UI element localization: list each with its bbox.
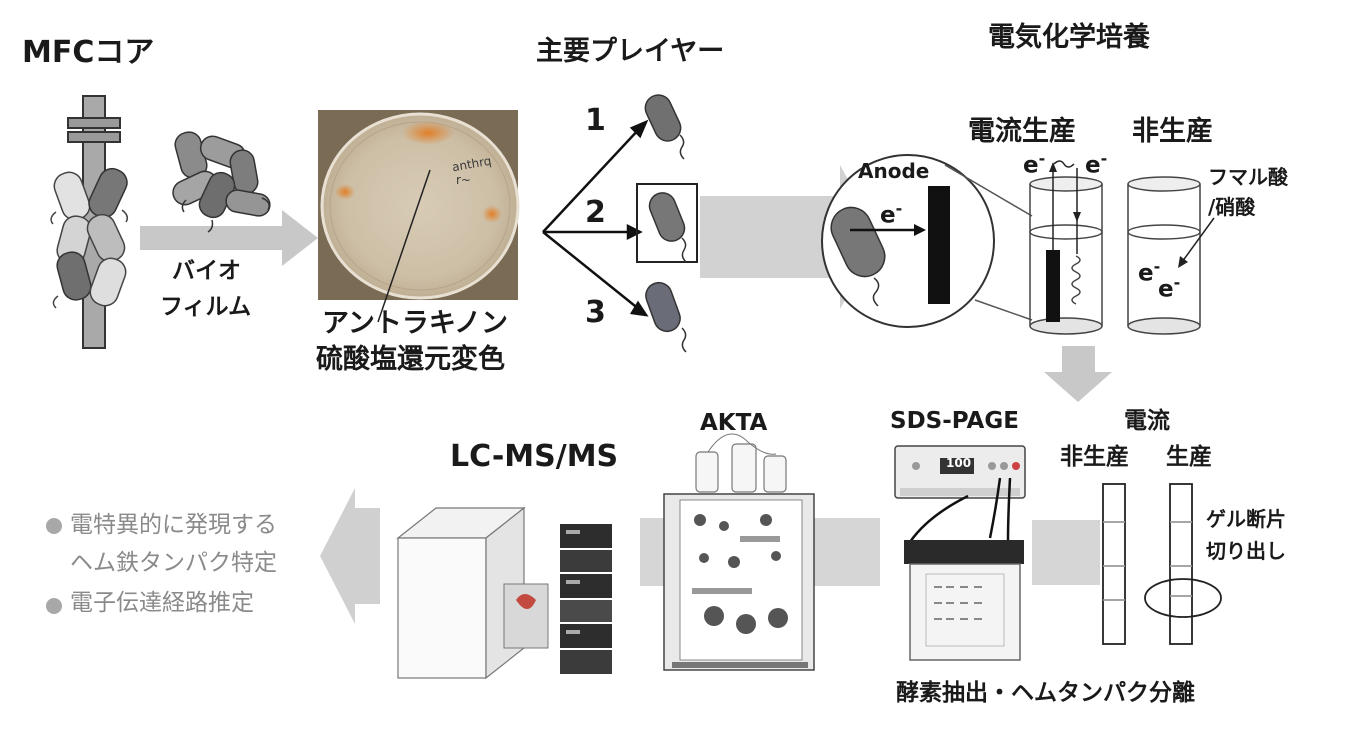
electron-out-left: e- [1023, 149, 1046, 179]
player-2-number: 2 [585, 195, 606, 230]
non-producing-label: 非生産 [1132, 116, 1213, 147]
lcmsms-title: LC-MS/MS [450, 439, 619, 474]
fumarate-label-1: フマル酸 [1208, 165, 1288, 189]
result-line-2: 電子伝達経路推定 [70, 590, 254, 616]
player-1-cell [644, 94, 682, 142]
player-2-cell [648, 192, 686, 242]
electron-acceptor-2: e- [1158, 273, 1181, 303]
sds-device-display: 100 [946, 456, 972, 470]
flow-arrow-down-to-gel [1044, 346, 1112, 402]
non-producing-reactor [1127, 176, 1215, 335]
player-3-cell [645, 281, 681, 333]
current-producing-label: 電流生産 [968, 116, 1076, 147]
anthraquinone-label-1: アントラキノン [322, 308, 509, 339]
result-bullet-2 [46, 598, 62, 614]
flow-arrow-biofilm-to-plate [140, 210, 318, 266]
anode-electron: e- [880, 199, 903, 229]
electron-acceptor-1: e- [1138, 257, 1161, 287]
main-players-title: 主要プレイヤー [536, 36, 725, 67]
akta-title: AKTA [700, 410, 768, 436]
mfc-core-illustration [50, 95, 129, 349]
anode-electrode [928, 186, 950, 304]
gel-production-header: 生産 [1166, 444, 1212, 470]
biofilm-label-2: フィルム [160, 294, 252, 320]
player-1-number: 1 [585, 103, 606, 138]
current-producing-reactor [1029, 160, 1103, 335]
anode-zoom-circle [821, 154, 1033, 328]
akta-instrument [663, 433, 815, 671]
player-3-number: 3 [585, 295, 606, 330]
gel-cut-label-2: 切り出し [1206, 539, 1286, 563]
biofilm-label-1: バイオ [172, 258, 241, 284]
anthraquinone-label-2: 硫酸塩還元変色 [316, 344, 505, 375]
gel-cut-label-1: ゲル断片 [1206, 507, 1286, 531]
result-line-1a: 電特異的に発現する [70, 512, 277, 538]
mfc-core-title: MFCコア [22, 35, 155, 70]
electron-out-right: e- [1085, 149, 1108, 179]
sds-page-apparatus [894, 445, 1026, 661]
flow-arrow-lcms-to-result [320, 488, 380, 624]
gel-lanes [1102, 483, 1222, 645]
fumarate-label-2: /硝酸 [1208, 195, 1256, 219]
result-bullet-1 [46, 518, 62, 534]
player-2-box [636, 183, 698, 263]
gel-current-header: 電流 [1124, 408, 1170, 434]
biofilm-cluster [172, 131, 271, 233]
plate-note-2: r~ [456, 173, 471, 187]
gel-cut-highlight [1144, 578, 1222, 618]
flow-arrow-gel-to-sds [1032, 520, 1100, 585]
anthraquinone-plate-photo [318, 110, 520, 323]
result-line-1b: ヘム鉄タンパク特定 [70, 550, 277, 576]
player-branch-arrows [542, 119, 649, 317]
enzyme-extraction-label: 酵素抽出・ヘムタンパク分離 [896, 680, 1195, 706]
sds-page-title: SDS-PAGE [890, 408, 1019, 434]
lcmsms-instrument [396, 506, 612, 680]
gel-non-production-header: 非生産 [1060, 444, 1129, 470]
electrochem-culture-title: 電気化学培養 [988, 22, 1150, 53]
anode-label: Anode [858, 159, 930, 183]
